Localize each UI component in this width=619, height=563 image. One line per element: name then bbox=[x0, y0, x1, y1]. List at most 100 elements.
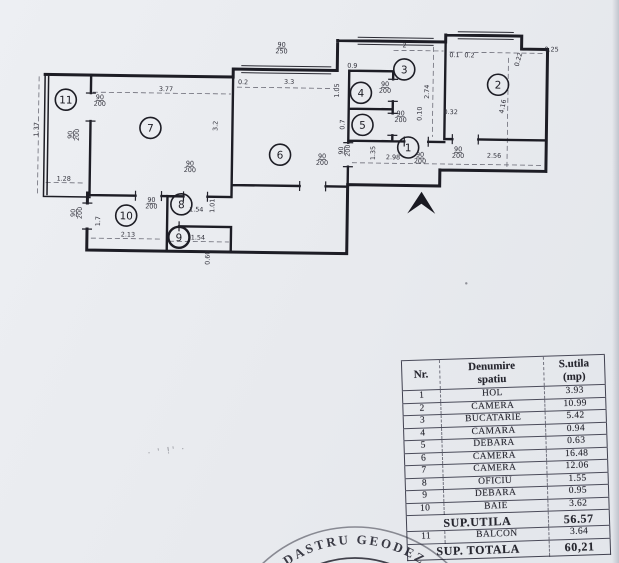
door-size-label: 90250 bbox=[275, 41, 287, 56]
dimension-guides bbox=[37, 46, 544, 243]
dimension-label: 2.13 bbox=[121, 231, 135, 239]
dimension-label: 1.35 bbox=[369, 146, 377, 160]
door-size-label: 90200 bbox=[379, 80, 391, 95]
room-11-circle bbox=[54, 88, 78, 112]
dimension-label: 3.77 bbox=[159, 85, 173, 93]
cell-nr: 2 bbox=[402, 402, 442, 416]
stamp-inner-ring bbox=[320, 557, 390, 563]
dimension-label: 2.74 bbox=[423, 85, 431, 99]
dimension-label: 0.9 bbox=[347, 62, 357, 70]
dimension-label: 1.01 bbox=[208, 199, 216, 213]
door-size-label: 90200 bbox=[145, 196, 157, 211]
room-5-circle bbox=[351, 113, 374, 137]
door-size-label: 90200 bbox=[337, 144, 352, 156]
room-1-circle bbox=[396, 136, 420, 159]
dimension-label: 3.2 bbox=[211, 121, 219, 131]
dimension-label: 2.98 bbox=[386, 153, 400, 161]
room-8-number: 8 bbox=[178, 199, 185, 211]
cell-nr: 5 bbox=[403, 439, 443, 454]
floor-plan-group: 1 2 3 4 5 6 7 8 9 10 11 3.77 90200 90200 1.37 1.28 9020… bbox=[32, 31, 559, 285]
door-size-label: 90200 bbox=[66, 129, 81, 141]
dimension-label: 0.10 bbox=[416, 106, 424, 120]
dimension-label: 1.7 bbox=[94, 216, 102, 226]
door-size-label: 90200 bbox=[394, 109, 406, 124]
room-10-number: 10 bbox=[119, 210, 133, 222]
door-size-label: 90200 bbox=[414, 151, 426, 166]
room-1-marker: 1 bbox=[396, 136, 420, 159]
room-3-circle bbox=[392, 58, 416, 81]
dimension-label: 1.05 bbox=[333, 83, 341, 97]
dimension-label: 4.16 bbox=[498, 99, 509, 114]
room-3-marker: 3 bbox=[392, 58, 416, 81]
dimension-label: 2 bbox=[403, 41, 407, 49]
col-header-sutila: S.utila (mp) bbox=[542, 354, 606, 387]
room-10-marker: 10 bbox=[114, 204, 138, 227]
col-header-nr: Nr. bbox=[401, 359, 441, 392]
north-arrow-icon bbox=[407, 191, 436, 214]
room-2-circle bbox=[486, 73, 510, 97]
room-5-number: 5 bbox=[359, 120, 366, 132]
room-7-marker: 7 bbox=[139, 116, 162, 140]
door-size-label: 90200 bbox=[184, 159, 196, 174]
door-size-label: 90200 bbox=[69, 207, 84, 219]
window-lines bbox=[241, 31, 514, 75]
room-8-marker: 8 bbox=[170, 193, 193, 216]
room-circles: 1 2 3 4 5 6 7 8 9 10 11 bbox=[54, 58, 510, 250]
dimension-label: 0.60 bbox=[204, 251, 212, 265]
dimension-label: 1.28 bbox=[57, 175, 71, 183]
sup-totala-row-value: 60,21 bbox=[548, 538, 611, 556]
room-6-marker: 6 bbox=[268, 143, 292, 167]
cell-nr: 3 bbox=[403, 414, 442, 429]
dimension-label: 2.56 bbox=[487, 152, 501, 160]
dimension-label: 1.54 bbox=[189, 205, 203, 213]
cell-nr: 11 bbox=[406, 530, 446, 545]
dimension-label: 1.54 bbox=[191, 233, 205, 241]
balcony-walls bbox=[42, 73, 89, 198]
room-10-circle bbox=[114, 204, 138, 227]
room-9-number: 9 bbox=[175, 232, 182, 244]
room-11-number: 11 bbox=[59, 94, 73, 106]
dimension-label: 0.32 bbox=[444, 108, 458, 116]
cell-nr: 9 bbox=[405, 489, 445, 504]
cell-nr: 6 bbox=[404, 452, 444, 466]
ink-dot bbox=[465, 282, 468, 285]
room-7-circle bbox=[139, 116, 162, 140]
dimension-label: 0.22 bbox=[513, 52, 525, 68]
cell-nr: 4 bbox=[403, 427, 443, 441]
room-9-marker: 9 bbox=[167, 225, 191, 250]
room-8-circle bbox=[170, 193, 193, 216]
cell-nr: 1 bbox=[402, 389, 442, 404]
cell-nr: 8 bbox=[405, 477, 444, 491]
col-header-nr-label: Nr. bbox=[413, 368, 429, 382]
room-6-number: 6 bbox=[277, 149, 284, 161]
dimension-label: 1.37 bbox=[32, 122, 40, 136]
dimension-label: 0.7 bbox=[338, 119, 346, 129]
room-4-circle bbox=[349, 81, 373, 105]
col-header-denumire: Denumire spatiu bbox=[439, 356, 544, 390]
door-size-label: 90200 bbox=[452, 145, 464, 160]
door-size-label: 90200 bbox=[94, 93, 106, 108]
dimension-label: 0.25 bbox=[544, 45, 558, 53]
dimension-label: 0.2 bbox=[238, 78, 248, 86]
cell-nr: 7 bbox=[404, 464, 444, 479]
cell-nr: 10 bbox=[405, 502, 445, 516]
col-header-denumire-line2: spatiu bbox=[477, 372, 507, 386]
room-1-number: 1 bbox=[405, 142, 412, 154]
interior-walls bbox=[88, 40, 548, 254]
exterior-walls bbox=[43, 33, 550, 256]
room-7-number: 7 bbox=[147, 123, 154, 135]
room-2-number: 2 bbox=[495, 80, 502, 92]
room-4-marker: 4 bbox=[349, 81, 373, 105]
door-ticks bbox=[82, 78, 479, 232]
door-size-label: 90200 bbox=[316, 152, 328, 167]
room-11-marker: 11 bbox=[54, 88, 78, 112]
room-4-number: 4 bbox=[358, 88, 365, 100]
stamp-outer-ring bbox=[262, 526, 448, 563]
dimension-label: 3.3 bbox=[284, 78, 294, 86]
col-header-sutila-line2: (mp) bbox=[562, 370, 586, 383]
